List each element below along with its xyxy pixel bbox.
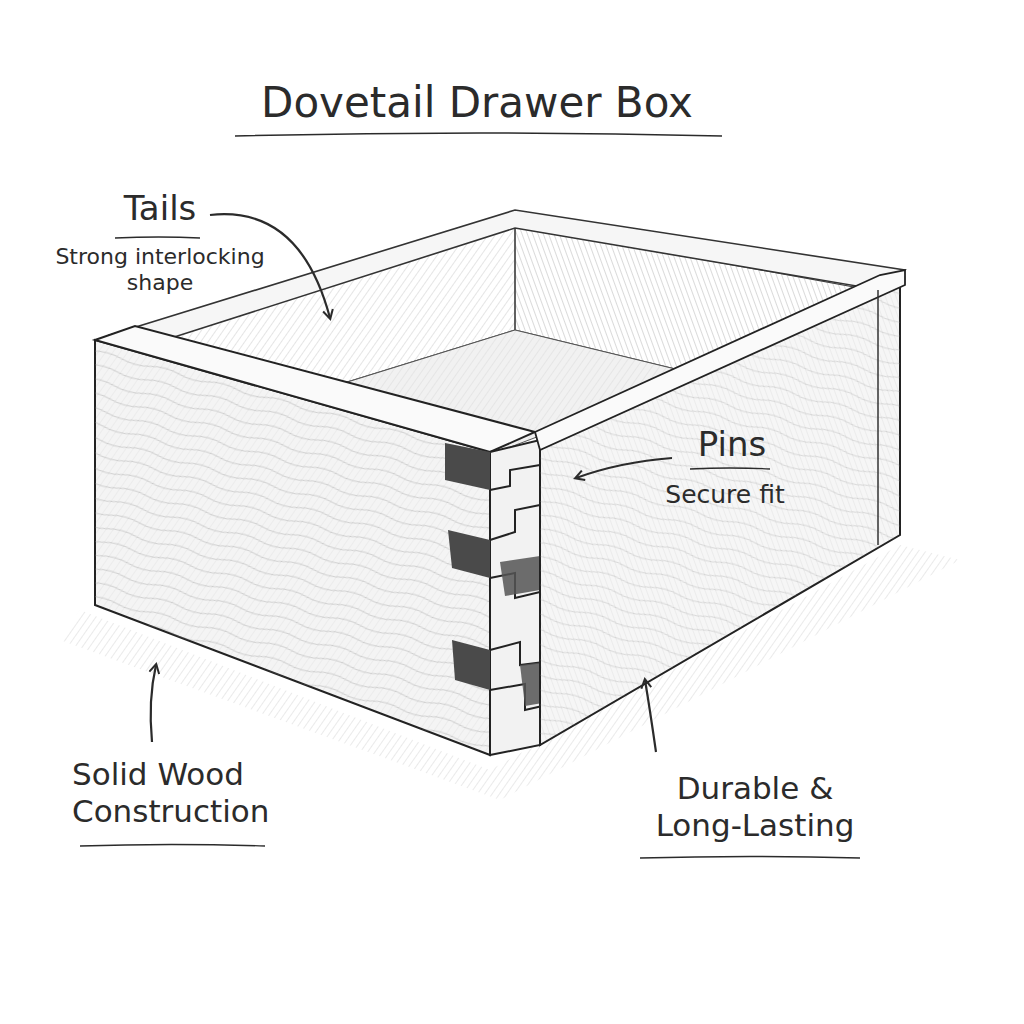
feature-note: Durable & Long-Lasting	[630, 770, 880, 844]
part-note: Strong interlocking shape	[45, 244, 275, 297]
title: Dovetail Drawer Box	[212, 78, 742, 128]
part-note: Secure fit	[640, 480, 810, 510]
part-label: Tails	[100, 188, 220, 229]
feature-note: Solid Wood Construction	[72, 756, 287, 830]
part-label: Pins	[672, 424, 792, 465]
